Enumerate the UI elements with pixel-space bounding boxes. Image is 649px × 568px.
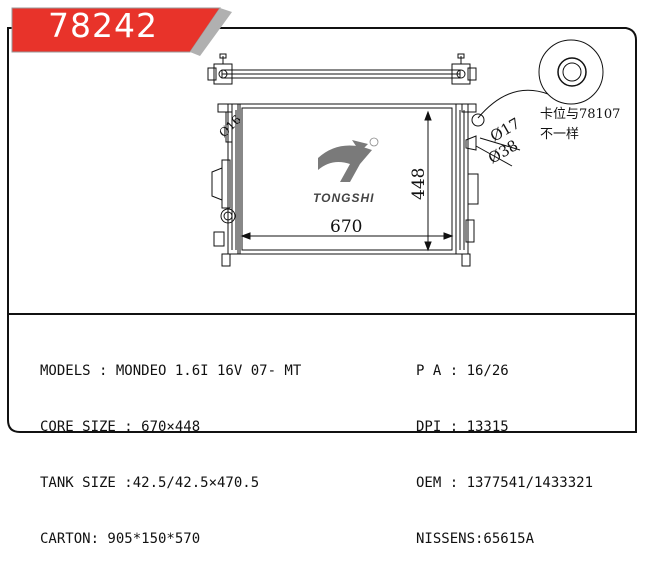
fitment-note: 卡位与78107 不一样: [540, 106, 620, 146]
part-number: 78242: [48, 6, 158, 45]
spec-core-size: CORE SIZE : 670×448: [40, 419, 201, 435]
fitment-note-line-2: 不一样: [540, 127, 580, 142]
drawing-sheet: 670 448 Ø17 Ø38 Ø16 TONGSHI: [7, 7, 637, 433]
spec-carton: CARTON: 905*150*570: [40, 531, 201, 547]
cap-detail-callout: [538, 39, 604, 105]
dimension-lines: [240, 110, 521, 252]
dim-height-label: 448: [409, 168, 429, 200]
spec-tank-size: TANK SIZE :42.5/42.5×470.5: [40, 475, 260, 491]
callout-leader: [477, 89, 549, 119]
header-tab-shadow: [190, 8, 232, 56]
dim-width-label: 670: [330, 217, 362, 237]
spec-models: MODELS : MONDEO 1.6I 16V 07- MT: [40, 363, 302, 379]
brand-label: TONGSHI: [313, 191, 374, 205]
spec-pa: P A : 16/26: [416, 363, 509, 379]
spec-block-left: MODELS : MONDEO 1.6I 16V 07- MT CORE SIZ…: [40, 326, 301, 568]
spec-block-right: P A : 16/26 DPI : 13315 OEM : 1377541/14…: [416, 326, 593, 568]
sheet-border: [7, 27, 637, 433]
left-tank: [211, 103, 241, 267]
top-mounting-bar: [207, 53, 477, 85]
spec-oem: OEM : 1377541/1433321: [416, 475, 594, 491]
right-tank: [455, 103, 485, 267]
fitment-note-line-1: 卡位与78107: [540, 107, 621, 122]
spec-nissens: NISSENS:65615A: [416, 531, 535, 547]
tongshi-logo: [318, 137, 379, 182]
spec-dpi: DPI : 13315: [416, 419, 509, 435]
